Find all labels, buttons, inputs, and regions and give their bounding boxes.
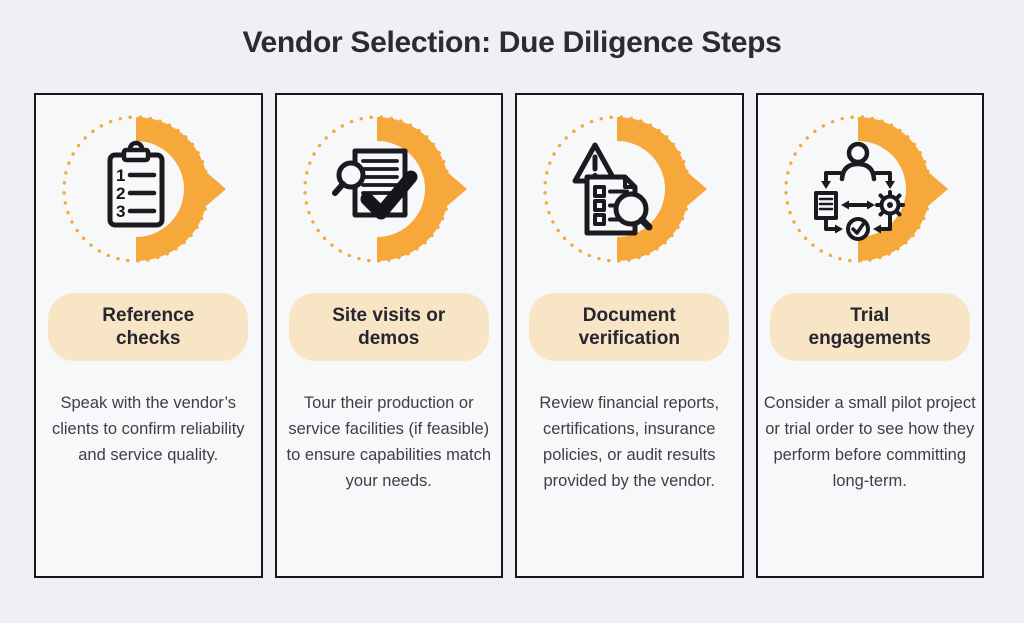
- step-description: Tour their production or service facilit…: [286, 394, 492, 491]
- step-title-badge: Site visits or demos: [288, 293, 489, 362]
- document-warning-magnifier-icon: [543, 115, 708, 263]
- person-workflow-icon: [784, 115, 948, 263]
- step-title-badge: Trial engagements: [769, 293, 970, 362]
- step-title-badge: Reference checks: [48, 293, 249, 362]
- step-description: Speak with the vendor’s clients to confi…: [51, 394, 245, 465]
- document-magnifier-check-icon: [303, 115, 467, 263]
- step-card-document-verification: Document verification Review financial r…: [515, 93, 744, 578]
- step-title-badge: Document verification: [529, 293, 730, 362]
- page-title: Vendor Selection: Due Diligence Steps: [242, 26, 782, 59]
- steps-row: 1 2 3 Reference checks Speak with the ve…: [0, 93, 1024, 578]
- step-card-trial-engagements: Trial engagements Consider a small pilot…: [755, 93, 984, 578]
- step-card-reference-checks: 1 2 3 Reference checks Speak with the ve…: [34, 93, 263, 578]
- clipboard-numbered-list-icon: 1 2 3: [62, 115, 227, 263]
- svg-text:2: 2: [116, 184, 125, 203]
- svg-text:3: 3: [116, 202, 125, 221]
- svg-text:1: 1: [116, 166, 125, 185]
- step-description: Review financial reports, certifications…: [539, 394, 720, 491]
- step-card-site-visits: Site visits or demos Tour their producti…: [274, 93, 503, 578]
- step-description: Consider a small pilot project or trial …: [763, 394, 976, 491]
